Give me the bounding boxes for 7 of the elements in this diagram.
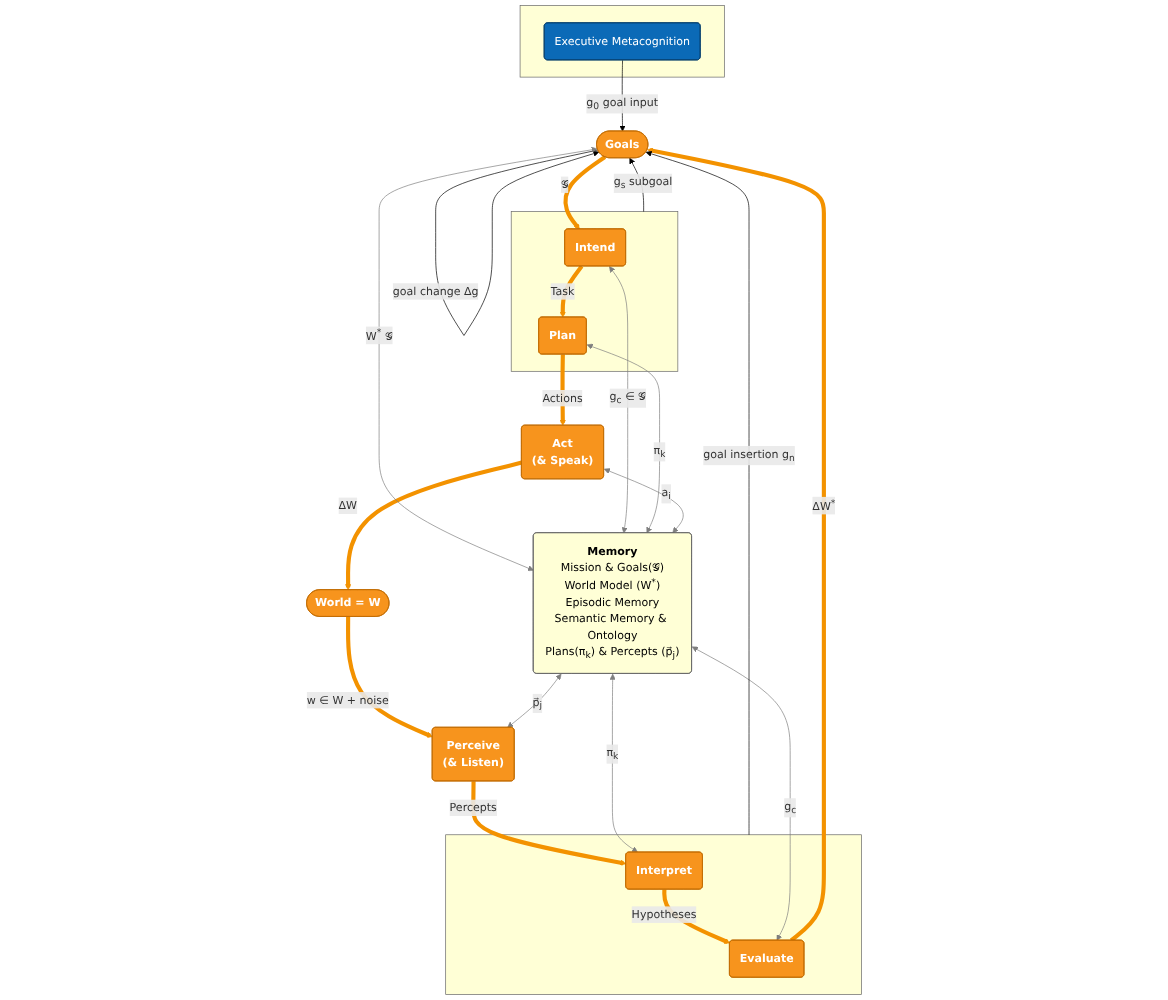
cluster [510,211,679,372]
cluster [445,834,862,995]
cluster [519,5,725,78]
arrow [345,460,523,591]
arrow [563,155,607,230]
arrow [346,616,433,738]
arrow [471,781,627,866]
